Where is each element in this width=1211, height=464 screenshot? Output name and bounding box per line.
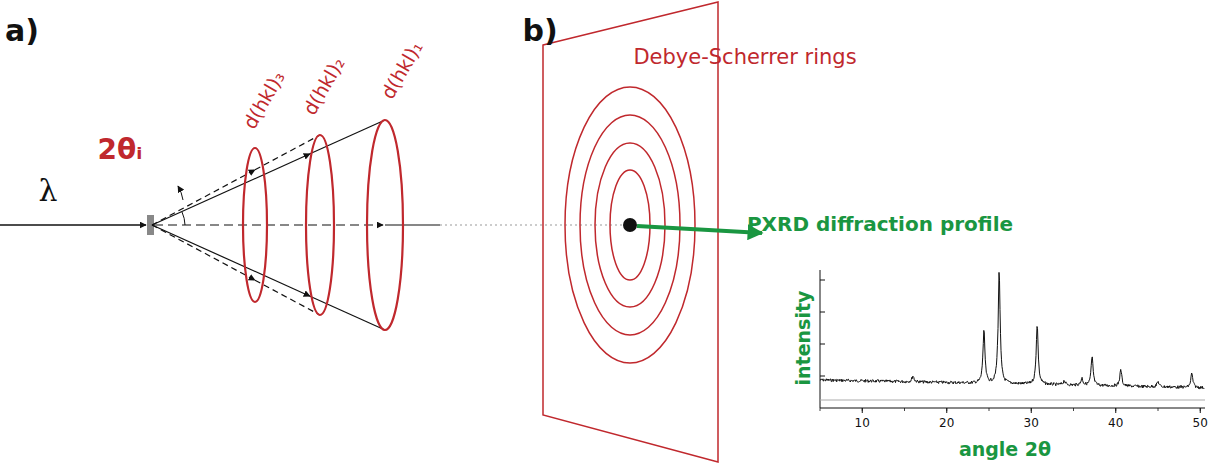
x-minor-tick: [1115, 408, 1116, 411]
x-tick: [1200, 408, 1201, 413]
tick-label: 40: [1108, 417, 1123, 430]
angle-label: 2θᵢ: [98, 135, 143, 166]
beam-center: [623, 218, 637, 232]
axis-title: intensity: [793, 291, 814, 386]
profile-label: PXRD diffraction profile: [747, 213, 1013, 235]
d-spacing-label: d(hkl)₁: [377, 38, 427, 103]
x-minor-tick: [1073, 408, 1074, 411]
x-minor-tick: [946, 408, 947, 411]
x-tick: [1115, 408, 1116, 413]
y-tick: [820, 376, 825, 377]
x-minor-tick: [989, 408, 990, 411]
direct-beam: [385, 224, 440, 225]
diffracted-ray: [152, 225, 310, 296]
tick-label: 10: [855, 417, 870, 430]
cone-ring: [306, 135, 334, 315]
x-minor-tick: [1031, 408, 1032, 411]
rings-label: Debye-Scherrer rings: [633, 46, 856, 69]
y-tick: [820, 280, 825, 281]
d-spacing-label: d(hkl)₃: [239, 68, 289, 133]
tick-label: 50: [1193, 417, 1208, 430]
detector-plane: [543, 2, 718, 462]
x-minor-tick: [1200, 408, 1201, 411]
tick-label: 20: [939, 417, 954, 430]
diffraction-profile: [820, 272, 1204, 388]
wavelength-symbol: λ: [38, 174, 57, 207]
diffracted-ray: [152, 154, 310, 225]
y-axis: [820, 270, 821, 408]
tick-label: 30: [1024, 417, 1039, 430]
x-axis: [820, 408, 1205, 409]
debye-ring: [580, 115, 680, 335]
debye-ring: [565, 87, 695, 363]
profile-arrow: [637, 226, 762, 233]
panel-label: b): [522, 14, 557, 47]
direct-beam: [154, 224, 383, 225]
x-minor-tick: [820, 408, 821, 411]
cone-ring: [367, 120, 403, 330]
x-minor-tick: [904, 408, 905, 411]
diffracted-ray: [152, 225, 255, 280]
x-minor-tick: [1158, 408, 1159, 411]
diffracted-ray: [310, 120, 385, 154]
y-tick: [820, 344, 825, 345]
axis-title: angle 2θ: [959, 439, 1051, 460]
cone-ring: [243, 148, 267, 302]
y-tick: [820, 312, 825, 313]
x-minor-tick: [862, 408, 863, 411]
incident-beam: [0, 224, 146, 226]
panel-label: a): [5, 14, 39, 47]
angle-arc: [178, 186, 183, 200]
d-spacing-label: d(hkl)₂: [299, 54, 349, 119]
angle-arc: [182, 212, 185, 225]
baseline: [820, 400, 1205, 401]
diffracted-ray: [310, 296, 385, 330]
diffracted-ray: [152, 170, 255, 225]
x-tick: [946, 408, 947, 413]
pxrd-chart: [820, 270, 1205, 413]
x-tick: [862, 408, 863, 413]
x-tick: [1031, 408, 1032, 413]
beam-projection: [440, 225, 625, 226]
